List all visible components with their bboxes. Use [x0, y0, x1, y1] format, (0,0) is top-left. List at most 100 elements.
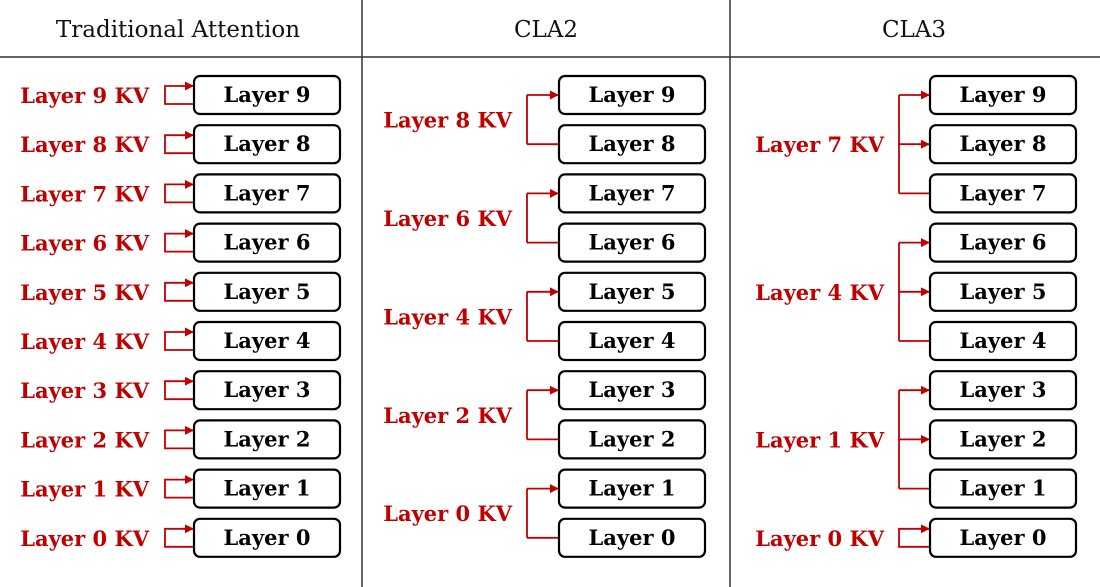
- layer-box-layer-5: [928, 271, 1078, 312]
- column-title-cla2: CLA2: [514, 17, 578, 43]
- layer-label: Layer 6: [589, 230, 676, 255]
- layer-box-layer-1: [928, 468, 1078, 509]
- kv-label-layer-0-kv: Layer 0 KV: [383, 501, 512, 526]
- kv-bracket: [526, 488, 558, 539]
- layer-label: Layer 2: [589, 426, 676, 451]
- kv-bracket: [526, 95, 558, 146]
- column-cla3: Layer 9 Layer 8 Layer 7 Layer 6 Layer 5 Layer…: [755, 74, 1078, 558]
- layer-box-layer-7: [557, 173, 707, 214]
- layer-label: Layer 8: [224, 131, 311, 156]
- layer-box-layer-3: [557, 370, 707, 411]
- layer-box-layer-5: [557, 271, 707, 312]
- layer-box-layer-9: [192, 74, 342, 116]
- kv-arrow: [164, 475, 194, 499]
- layer-box-layer-9: [557, 74, 707, 116]
- kv-label-layer-2-kv: Layer 2 KV: [383, 403, 512, 428]
- layer-box-layer-6: [928, 222, 1078, 263]
- kv-label-layer-8-kv: Layer 8 KV: [20, 132, 149, 157]
- layer-box-layer-5: [192, 271, 342, 312]
- layer-label: Layer 1: [960, 476, 1047, 501]
- kv-arrow: [164, 425, 194, 450]
- kv-arrow: [164, 130, 194, 155]
- kv-label-layer-3-kv: Layer 3 KV: [20, 378, 149, 403]
- layer-label: Layer 6: [960, 230, 1047, 255]
- layer-label: Layer 4: [589, 328, 676, 353]
- layer-box-layer-8: [928, 124, 1078, 165]
- layer-label: Layer 0: [589, 525, 676, 550]
- column-title-traditional: Traditional Attention: [56, 17, 300, 43]
- layer-box-layer-1: [557, 468, 707, 509]
- kv-arrow: [164, 327, 194, 351]
- kv-label-layer-7-kv: Layer 7 KV: [20, 181, 149, 206]
- layer-label: Layer 2: [960, 426, 1047, 451]
- layer-label: Layer 7: [589, 180, 676, 205]
- kv-arrow: [164, 229, 194, 253]
- kv-arrow: [164, 376, 194, 401]
- column-title-cla3: CLA3: [882, 17, 946, 43]
- kv-label-layer-6-kv: Layer 6 KV: [383, 206, 512, 231]
- kv-label-layer-7-kv: Layer 7 KV: [755, 132, 884, 157]
- kv-label-layer-4-kv: Layer 4 KV: [755, 280, 884, 305]
- layer-label: Layer 3: [589, 377, 676, 402]
- kv-arrow: [164, 179, 194, 204]
- column-traditional-attention: Layer 9 Layer 8 Layer 7 Layer 6 Layer 5 Layer…: [20, 74, 342, 558]
- layer-box-layer-2: [928, 419, 1078, 460]
- kv-label-layer-1-kv: Layer 1 KV: [20, 477, 149, 502]
- column-cla2: Layer 9 Layer 8 Layer 7 Layer 6 Layer 5 Layer…: [383, 74, 707, 558]
- kv-bracket: [526, 193, 558, 244]
- kv-label-layer-0-kv: Layer 0 KV: [755, 526, 884, 551]
- layer-box-layer-6: [192, 222, 342, 263]
- layer-label: Layer 4: [224, 328, 311, 353]
- kv-bracket: [526, 291, 558, 342]
- layer-label: Layer 4: [960, 328, 1047, 353]
- layer-box-layer-2: [192, 419, 342, 460]
- layer-box-layer-8: [557, 124, 707, 165]
- kv-label-layer-6-kv: Layer 6 KV: [20, 231, 149, 256]
- kv-label-layer-8-kv: Layer 8 KV: [383, 108, 512, 133]
- layer-label: Layer 9: [960, 82, 1047, 107]
- kv-label-layer-0-kv: Layer 0 KV: [20, 526, 149, 551]
- layer-label: Layer 9: [589, 82, 676, 107]
- layer-label: Layer 7: [224, 180, 311, 205]
- layer-box-layer-0: [557, 517, 707, 558]
- layer-box-layer-7: [928, 173, 1078, 214]
- layer-label: Layer 7: [960, 180, 1047, 205]
- layer-label: Layer 0: [960, 525, 1047, 550]
- kv-arrow: [164, 278, 194, 302]
- layer-box-layer-7: [192, 173, 342, 214]
- layer-label: Layer 9: [224, 82, 311, 107]
- layer-box-layer-6: [557, 222, 707, 263]
- kv-arrow: [164, 81, 194, 105]
- layer-box-layer-9: [928, 74, 1078, 116]
- layer-label: Layer 6: [224, 230, 311, 255]
- layer-label: Layer 0: [224, 525, 311, 550]
- kv-arrow: [898, 524, 930, 548]
- layer-label: Layer 1: [224, 476, 311, 501]
- layer-box-layer-4: [557, 320, 707, 362]
- layer-label: Layer 5: [224, 279, 311, 304]
- layer-box-layer-0: [192, 517, 342, 558]
- layer-label: Layer 5: [589, 279, 676, 304]
- layer-label: Layer 3: [960, 377, 1047, 402]
- kv-label-layer-1-kv: Layer 1 KV: [755, 427, 884, 452]
- kv-bracket: [526, 390, 558, 441]
- kv-label-layer-4-kv: Layer 4 KV: [20, 329, 149, 354]
- kv-label-layer-9-kv: Layer 9 KV: [20, 83, 149, 108]
- layer-label: Layer 8: [960, 131, 1047, 156]
- layer-label: Layer 1: [589, 476, 676, 501]
- kv-label-layer-5-kv: Layer 5 KV: [20, 280, 149, 305]
- layer-box-layer-4: [928, 320, 1078, 362]
- layer-box-layer-8: [192, 124, 342, 165]
- layer-box-layer-3: [192, 370, 342, 411]
- layer-label: Layer 8: [589, 131, 676, 156]
- layer-label: Layer 2: [224, 426, 311, 451]
- layer-box-layer-2: [557, 419, 707, 460]
- layer-box-layer-3: [928, 370, 1078, 411]
- kv-label-layer-2-kv: Layer 2 KV: [20, 427, 149, 452]
- layer-box-layer-4: [192, 320, 342, 362]
- layer-label: Layer 5: [960, 279, 1047, 304]
- layer-box-layer-1: [192, 468, 342, 509]
- kv-label-layer-4-kv: Layer 4 KV: [383, 304, 512, 329]
- layer-box-layer-0: [928, 517, 1078, 558]
